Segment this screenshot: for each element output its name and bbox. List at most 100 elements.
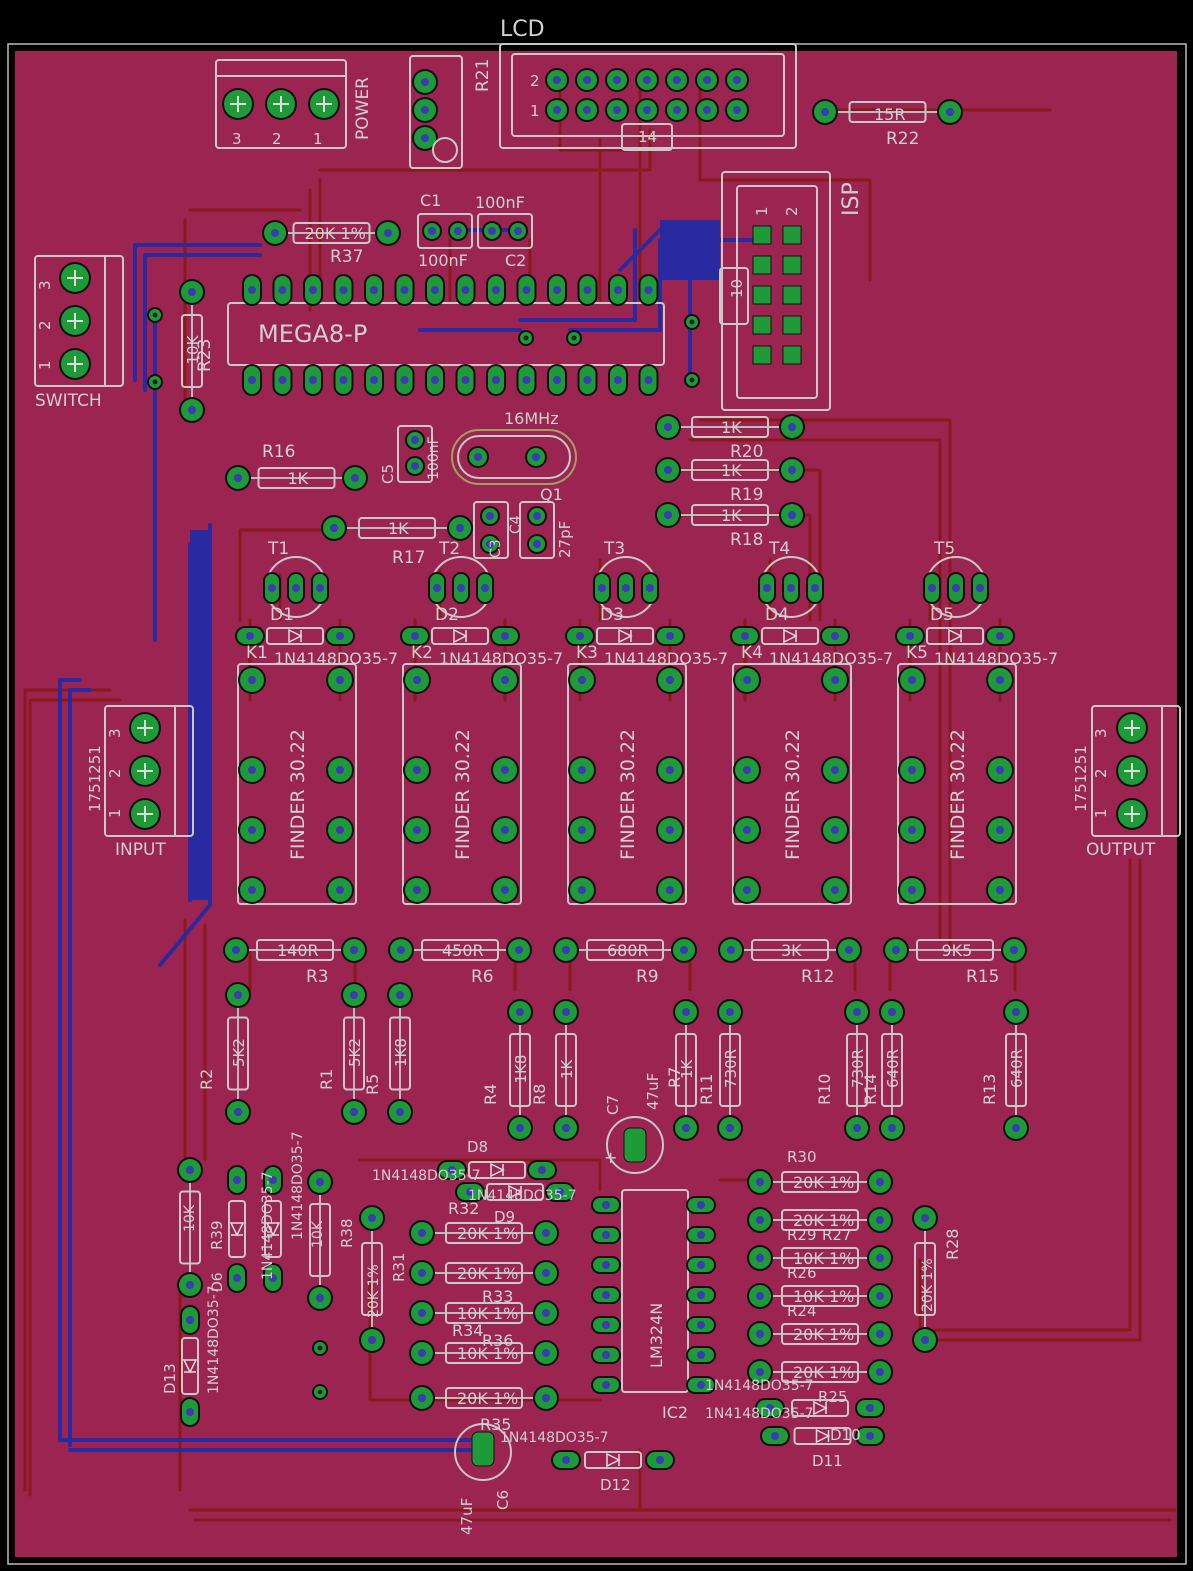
d9-type: 1N4148DO35-7 <box>468 1188 577 1204</box>
pad-hole <box>831 676 839 684</box>
right-stack-r29-label: R29 <box>787 1226 817 1244</box>
pad-hole <box>413 886 421 894</box>
pad-hole <box>336 676 344 684</box>
pad-hole <box>756 1330 764 1338</box>
pad-hole <box>866 1432 874 1440</box>
pad-hole <box>232 946 240 954</box>
pad-hole <box>542 1269 550 1277</box>
pad-hole <box>542 1309 550 1317</box>
top-copper-trace <box>933 858 1132 1332</box>
attenuator-r15 <box>916 939 994 961</box>
pad-hole <box>553 376 561 384</box>
pad-hole <box>602 1351 610 1359</box>
c4 <box>519 501 555 559</box>
switch-pin-2: 2 <box>36 320 54 330</box>
resistor-r38 <box>309 1203 331 1277</box>
left-stack-r33 <box>445 1262 523 1284</box>
relay-3-label: FINDER 30.22 <box>617 729 639 860</box>
via-hole <box>689 377 695 383</box>
pad-hole <box>643 76 651 84</box>
bottom-copper-trace <box>133 243 262 382</box>
isp-pin <box>752 315 772 335</box>
pad-hole <box>787 584 795 592</box>
pad-hole <box>602 1291 610 1299</box>
pad-hole <box>576 632 584 640</box>
diode-d6-symbol <box>229 1222 245 1237</box>
pad-hole <box>664 511 672 519</box>
pad-hole <box>644 286 653 294</box>
isp-pin <box>752 285 772 305</box>
diode-d9-symbol <box>508 1184 523 1200</box>
resistor-r5 <box>389 1016 411 1091</box>
attenuator-r6-label: R6 <box>471 967 494 987</box>
lcd-header-inner <box>511 53 785 137</box>
pad-hole <box>542 1349 550 1357</box>
pad-hole <box>411 462 419 470</box>
pad-hole <box>533 512 541 520</box>
pad-hole <box>598 584 606 592</box>
input-part: 1751251 <box>86 745 104 812</box>
output-terminal-screw-mark <box>1124 806 1140 822</box>
pad-hole <box>330 524 338 532</box>
pad-hole <box>908 676 916 684</box>
right-stack-r24-value: 20K 1% <box>793 1325 854 1344</box>
pad-hole <box>811 584 819 592</box>
left-stack-r36-label: R36 <box>482 1331 513 1350</box>
top-copper-trace <box>928 858 1142 1342</box>
pad-hole <box>646 584 654 592</box>
pad-hole <box>448 1166 456 1174</box>
r22-value: 15R <box>874 105 905 124</box>
resistor-r13-label: R13 <box>980 1074 999 1105</box>
pad-hole <box>418 1349 426 1357</box>
pad-hole <box>384 229 392 237</box>
left-stack-r35 <box>445 1387 523 1409</box>
pad-hole <box>578 676 586 684</box>
lm324-label: LM324N <box>647 1303 666 1368</box>
pad-hole <box>726 1008 734 1016</box>
right-stack-r26 <box>781 1285 859 1307</box>
r38-label: R38 <box>338 1218 356 1248</box>
pad-hole <box>350 991 358 999</box>
pad-hole <box>697 1381 705 1389</box>
input-pin-3: 3 <box>106 728 124 738</box>
d6-label: D6 <box>210 1272 226 1292</box>
power-terminal <box>215 59 347 149</box>
via-hole <box>689 319 695 325</box>
left-stack-r35-label: R35 <box>480 1415 511 1434</box>
transistor-1-label: T1 <box>267 539 289 559</box>
power-pin-2: 2 <box>272 130 282 148</box>
pad-hole <box>336 766 344 774</box>
c2-label: C2 <box>505 251 526 270</box>
pad-hole <box>501 676 509 684</box>
diode-2 <box>431 627 489 645</box>
pad-hole <box>908 766 916 774</box>
r21-label: R21 <box>473 59 493 92</box>
pad-hole <box>248 826 256 834</box>
pad-hole <box>368 1336 376 1344</box>
resistor-r39 <box>179 1190 201 1265</box>
output-pin-2: 2 <box>1092 768 1110 778</box>
pad-hole <box>454 227 462 235</box>
diode-d6 <box>228 1200 246 1258</box>
r16 <box>257 467 336 489</box>
pad-hole <box>542 1229 550 1237</box>
pad-hole <box>1010 946 1018 954</box>
isp-label: ISP <box>839 182 864 216</box>
resistor-r13-value: 640R <box>1008 1049 1026 1088</box>
c7-plus: + <box>604 1148 617 1167</box>
lcd-key <box>621 123 673 151</box>
attenuator-r6-value: 450R <box>442 941 484 960</box>
diode-5-type: 1N4148DO35-7 <box>934 649 1058 668</box>
pad-hole <box>418 1269 426 1277</box>
pad-hole <box>316 1178 324 1186</box>
pad-hole <box>876 1330 884 1338</box>
bottom-copper-pour <box>660 220 720 280</box>
pad-hole <box>486 540 494 548</box>
diode-5-label: D5 <box>930 605 954 625</box>
pad-hole <box>309 376 317 384</box>
relay-4 <box>732 663 852 905</box>
pad-hole <box>664 423 672 431</box>
pad-hole <box>269 1274 277 1282</box>
pad-hole <box>666 676 674 684</box>
